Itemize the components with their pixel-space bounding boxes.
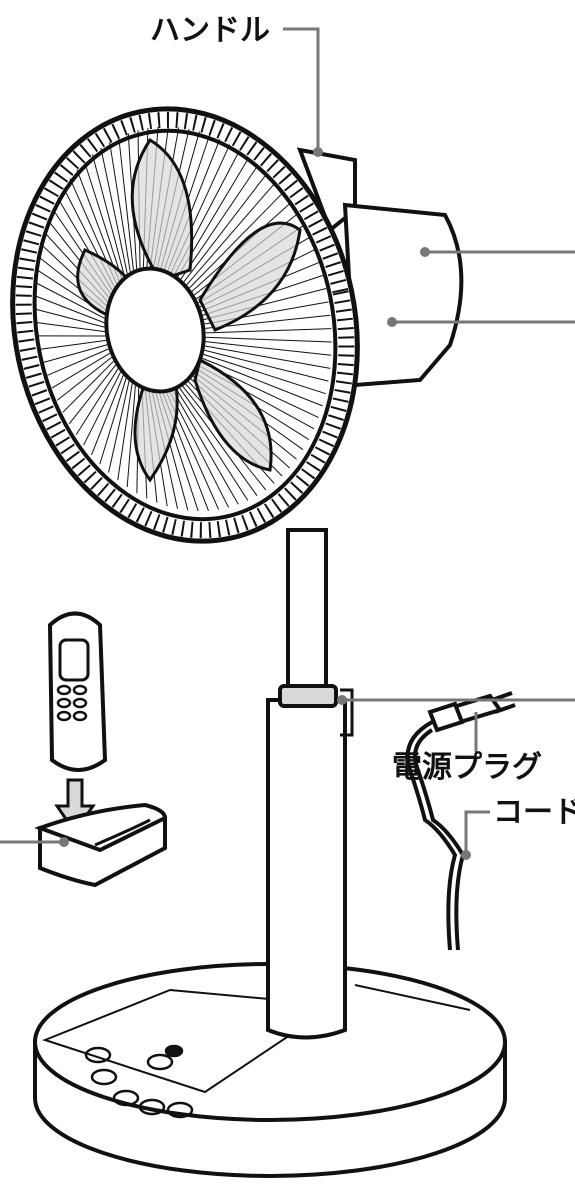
control-button bbox=[146, 1053, 174, 1071]
control-button bbox=[84, 1046, 112, 1064]
guard-spoke bbox=[118, 137, 134, 271]
guard-spoke bbox=[205, 341, 332, 356]
guard-spoke bbox=[47, 348, 109, 376]
guard-spoke bbox=[91, 375, 124, 456]
fan-hub bbox=[104, 266, 206, 394]
guard-spoke bbox=[189, 192, 284, 289]
guard-spoke bbox=[202, 357, 323, 407]
guard-spoke bbox=[172, 390, 239, 505]
guard-spoke bbox=[108, 380, 130, 473]
fan-pole bbox=[266, 528, 354, 1040]
guard-spoke bbox=[76, 169, 120, 282]
leader-lines bbox=[0, 27, 575, 855]
guard-spoke bbox=[205, 345, 331, 369]
guard-spoke bbox=[35, 282, 105, 319]
power-cord bbox=[405, 720, 466, 951]
guard-spoke bbox=[36, 322, 105, 333]
guard-spoke bbox=[83, 371, 122, 446]
remote-control bbox=[47, 611, 108, 772]
guard-spoke bbox=[176, 389, 249, 501]
guard-spoke bbox=[75, 368, 119, 436]
guard-spoke bbox=[186, 182, 276, 286]
guard-spoke bbox=[180, 164, 259, 280]
guard-spoke bbox=[68, 364, 117, 425]
leader-handle bbox=[283, 27, 320, 152]
power-plug-label: 電源プラグ bbox=[392, 750, 542, 785]
guard-spoke bbox=[204, 349, 329, 382]
guard-spoke bbox=[109, 142, 131, 272]
control-button bbox=[90, 1068, 118, 1086]
guard-spoke bbox=[183, 173, 268, 283]
guard-spoke bbox=[203, 353, 326, 395]
guard-spoke bbox=[169, 391, 230, 508]
fan-head bbox=[10, 106, 360, 544]
motor-housing bbox=[296, 147, 464, 388]
control-button bbox=[166, 1101, 194, 1119]
power-indicator bbox=[164, 1044, 184, 1058]
cord-label: コード bbox=[493, 795, 575, 830]
control-button bbox=[112, 1089, 140, 1107]
guard-spoke bbox=[83, 161, 123, 279]
guard-spoke bbox=[51, 352, 111, 389]
guard-spoke bbox=[100, 147, 128, 274]
guard-spoke bbox=[126, 385, 136, 488]
guard-spoke bbox=[40, 339, 107, 350]
guard-spoke bbox=[117, 383, 133, 481]
handle-label: ハンドル bbox=[150, 13, 270, 48]
guard-spoke bbox=[205, 328, 332, 334]
guard-spoke bbox=[179, 387, 258, 496]
guard-spoke bbox=[62, 360, 114, 413]
guard-spoke bbox=[99, 378, 127, 465]
guard-spoke bbox=[56, 356, 112, 401]
leader-cord bbox=[464, 810, 490, 855]
guard-spoke bbox=[91, 154, 125, 276]
guard-spoke bbox=[34, 295, 105, 324]
control-panel bbox=[84, 1044, 194, 1119]
guard-spoke bbox=[205, 336, 332, 343]
guard-spoke bbox=[35, 308, 105, 328]
remote-holder bbox=[34, 802, 168, 888]
control-button bbox=[138, 1098, 166, 1116]
guard-spoke bbox=[43, 344, 108, 363]
